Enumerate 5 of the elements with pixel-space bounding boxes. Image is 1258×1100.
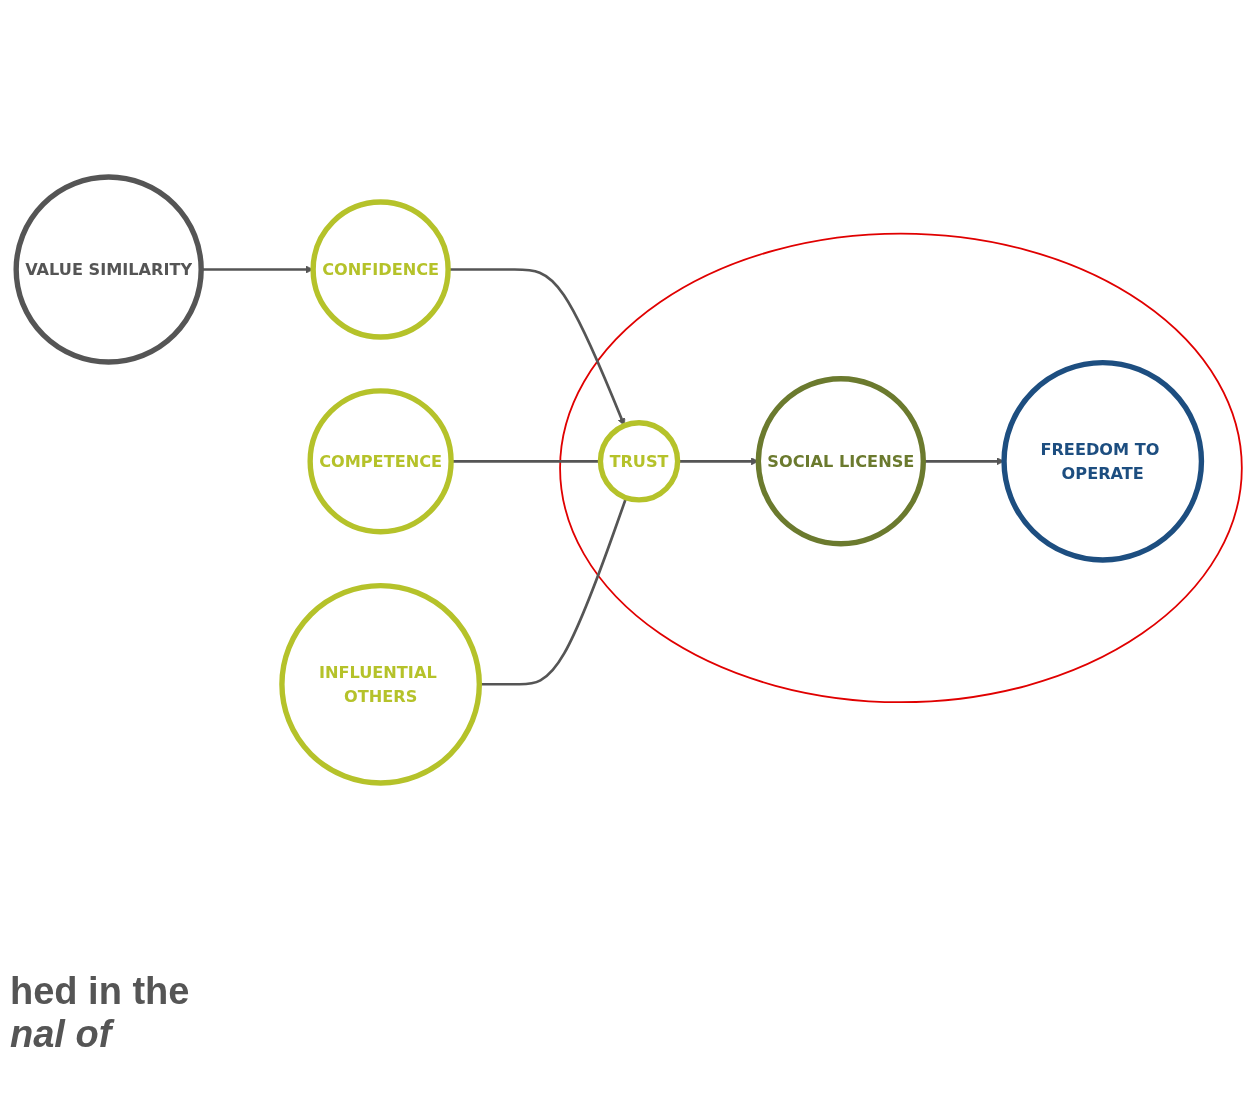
node-circle: VALUE SIMILARITY: [13, 174, 204, 365]
node-circle: INFLUENTIAL OTHERS: [279, 582, 482, 786]
node-circle: COMPETENCE: [307, 388, 454, 535]
note-text: hed in the: [10, 970, 190, 1013]
node-circle: CONFIDENCE: [310, 199, 451, 340]
